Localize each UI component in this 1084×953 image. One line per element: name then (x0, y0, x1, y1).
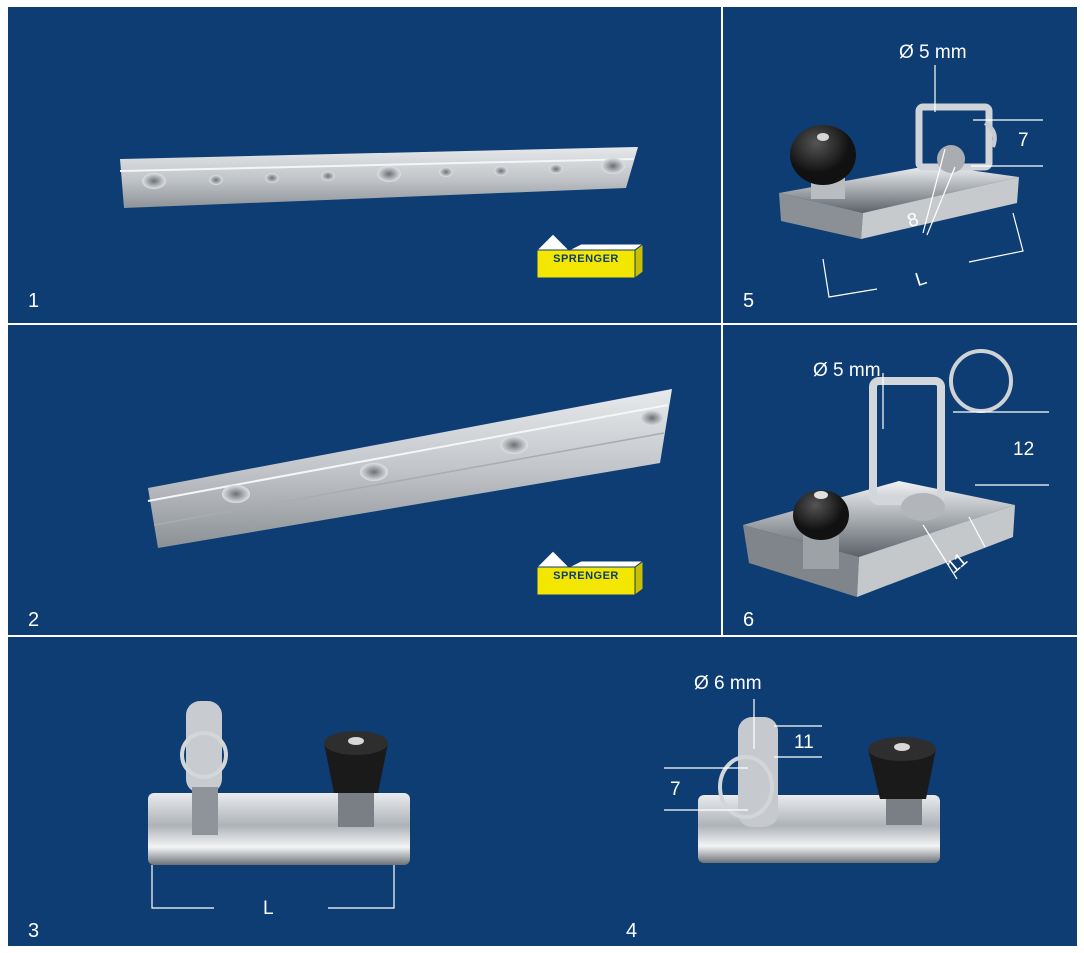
dimension-label-top: 11 (794, 732, 814, 753)
dimension-label-top: 12 (1013, 439, 1035, 460)
panel-number: 3 (28, 920, 40, 942)
track-rail-image (147, 389, 672, 548)
diameter-label: Ø 5 mm (899, 42, 967, 63)
diameter-label: Ø 6 mm (694, 673, 762, 694)
panel-number: 4 (626, 920, 638, 942)
diameter-label: Ø 5 mm (813, 360, 881, 381)
dimension-label-top: 7 (1018, 130, 1029, 151)
panel-2-track-rail: SPRENGER 2 (8, 325, 721, 635)
length-label: L (263, 898, 274, 919)
sprenger-logo: SPRENGER (525, 230, 645, 292)
track-rail-image (119, 147, 638, 208)
logo-text: SPRENGER (553, 570, 619, 582)
track-car-image (779, 65, 1043, 298)
track-car-image (743, 349, 1049, 597)
panel-bottom: L 3 Ø 6 mm 11 7 4 (8, 637, 1077, 946)
logo-text: SPRENGER (553, 253, 619, 265)
panel-number: 6 (743, 609, 755, 631)
panel-1-track-rail: SPRENGER 1 (8, 7, 721, 323)
panel-number: 2 (28, 609, 40, 631)
sprenger-logo: SPRENGER (525, 547, 645, 609)
panel-6-car-with-swivel: Ø 5 mm 12 11 6 (723, 325, 1077, 635)
track-cars-image (148, 699, 940, 909)
panel-number: 5 (743, 290, 755, 312)
panel-5-car-with-shackle: Ø 5 mm 7 8 L 5 (723, 7, 1077, 323)
dimension-label-left: 7 (670, 779, 681, 800)
panel-number: 1 (28, 290, 40, 312)
